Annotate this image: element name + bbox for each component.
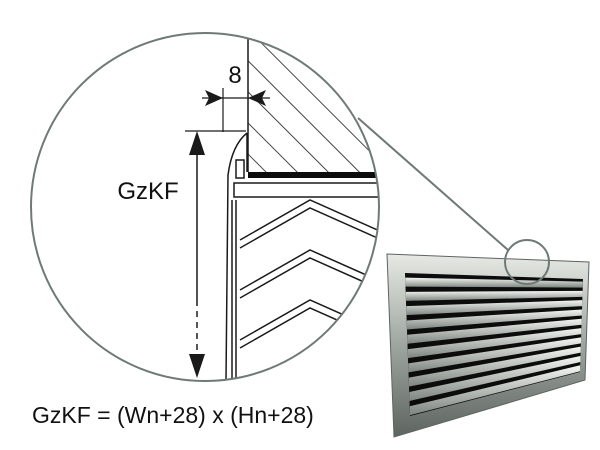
wall-hatch [248,33,379,172]
leader-line [357,117,509,251]
louver-blades [239,199,379,381]
detail-view [185,33,379,381]
grille-illustration [386,253,590,438]
grille-slat [409,355,581,401]
frame-flange [233,182,379,198]
grille-slat [405,290,583,301]
grille-slat [405,277,583,288]
grille-slat [407,328,582,359]
grille-slat [408,337,582,373]
arrow-down-icon [189,354,205,378]
grille-slat [406,309,582,330]
gap-dimension-label: 8 [228,62,241,89]
frame-profile [225,132,248,381]
detail-locator-circle [504,239,550,285]
gap-dimension [202,88,270,132]
height-dimension-label: GzKF [117,178,178,205]
wall-edge-strip [248,172,379,178]
size-formula: GzKF = (Wn+28) x (Hn+28) [32,402,314,428]
grille-slat [409,365,581,416]
grille-slat [407,318,582,344]
grille-slat [406,300,583,316]
detail-circle [30,32,380,382]
grille-slat [408,346,581,387]
arrow-up-icon [189,131,205,155]
